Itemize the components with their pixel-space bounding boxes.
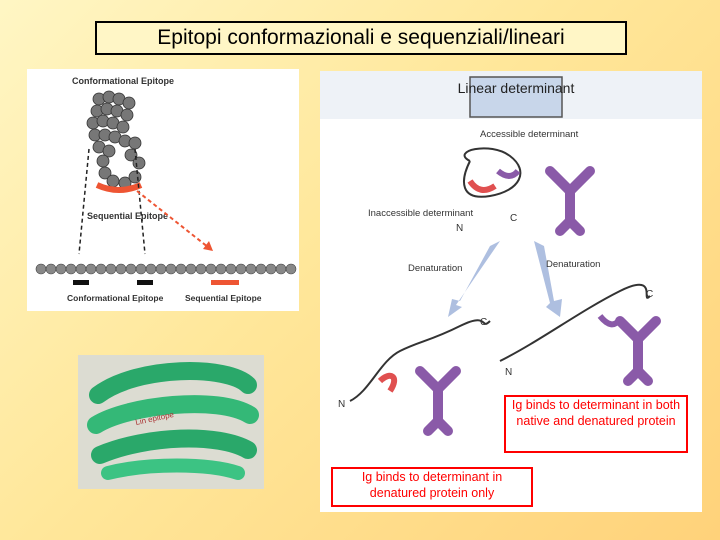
bottom-sequential-label: Sequential Epitope: [185, 293, 262, 303]
foam-tube-photo: Lin epitope: [78, 355, 264, 489]
svg-text:N: N: [505, 367, 512, 378]
svg-text:C: C: [646, 289, 653, 300]
svg-text:Linear determinant: Linear determinant: [458, 80, 575, 96]
sequential-epitope-label: Sequential Epitope: [87, 211, 168, 221]
svg-text:N: N: [456, 223, 463, 234]
svg-text:C: C: [480, 317, 487, 328]
denaturation-left: Denaturation: [408, 263, 462, 274]
denaturation-right: Denaturation: [546, 259, 600, 270]
svg-text:C: C: [510, 213, 517, 224]
slide-title: Epitopi conformazionali e sequenziali/li…: [95, 21, 627, 55]
svg-text:N: N: [338, 399, 345, 410]
linear-determinant-diagram: Linear determinant Accessible determinan…: [320, 71, 702, 512]
conformational-epitope-label: Conformational Epitope: [72, 76, 174, 86]
accessible-label: Accessible determinant: [480, 129, 579, 140]
inaccessible-label: Inaccessible determinant: [368, 208, 473, 219]
conformational-sequential-diagram: Conformational Epitope Sequential Epitop…: [27, 69, 299, 311]
bottom-conformational-label: Conformational Epitope: [67, 293, 164, 303]
